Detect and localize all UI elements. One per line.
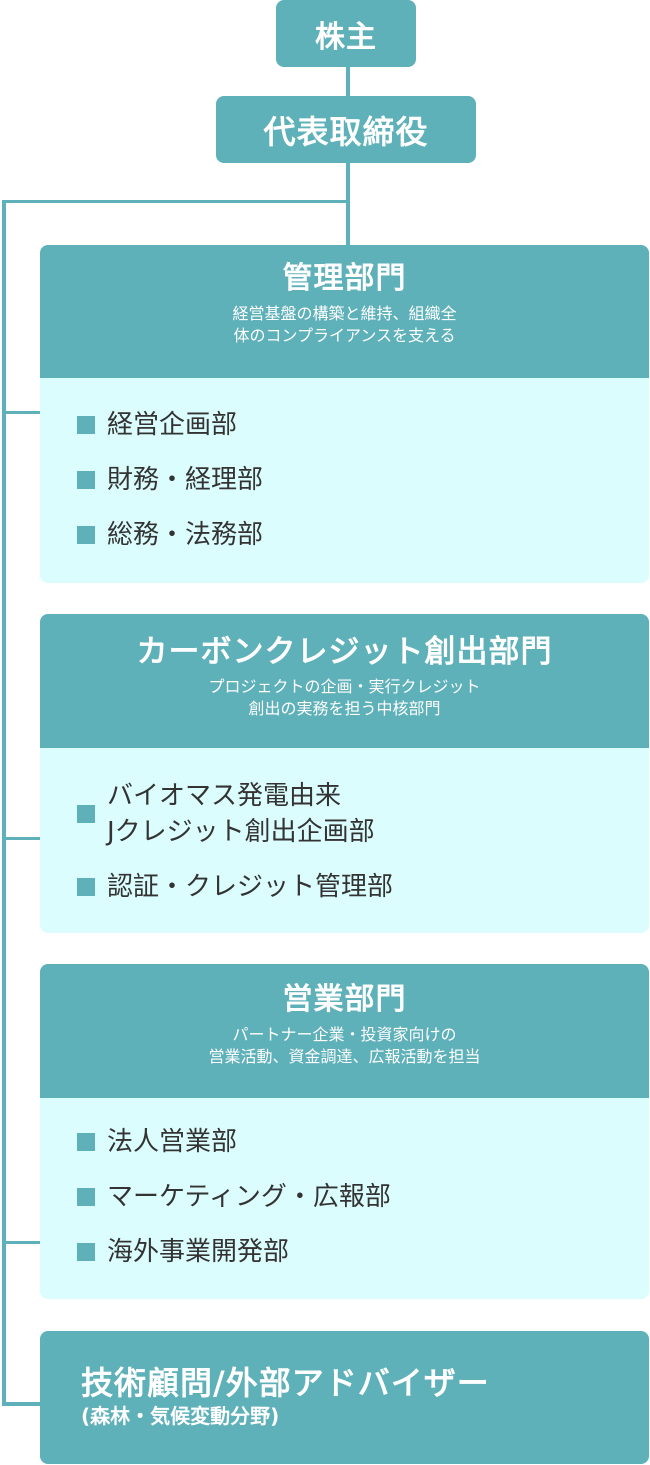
description-line: 営業活動、資金調達、広報活動を担当 <box>208 1047 481 1066</box>
list-item: 経営企画部 <box>77 408 649 442</box>
department-description: 経営基盤の構築と維持、組織全 体のコンプライアンスを支える <box>40 303 649 347</box>
department-carbon-credit: カーボンクレジット創出部門 プロジェクトの企画・実行クレジット 創出の実務を担う… <box>40 614 649 933</box>
square-bullet-icon <box>77 1243 95 1261</box>
list-item: バイオマス発電由来 Jクレジット創出企画部 <box>77 778 649 850</box>
item-label: バイオマス発電由来 Jクレジット創出企画部 <box>107 778 375 850</box>
square-bullet-icon <box>77 878 95 896</box>
item-label: マーケティング・広報部 <box>107 1182 391 1212</box>
department-sales-items: 法人営業部 マーケティング・広報部 海外事業開発部 <box>40 1098 649 1299</box>
list-item: 法人営業部 <box>77 1125 649 1159</box>
item-label: 財務・経理部 <box>107 465 264 495</box>
department-admin-header: 管理部門 経営基盤の構築と維持、組織全 体のコンプライアンスを支える <box>40 245 649 378</box>
connector-representative-down <box>346 160 350 246</box>
department-sales-header: 営業部門 パートナー企業・投資家向けの 営業活動、資金調達、広報活動を担当 <box>40 964 649 1098</box>
department-title: 営業部門 <box>282 982 407 1017</box>
department-description: プロジェクトの企画・実行クレジット 創出の実務を担う中核部門 <box>40 676 649 720</box>
connector-vertical-trunk <box>2 200 6 1406</box>
list-item: 財務・経理部 <box>77 463 649 497</box>
square-bullet-icon <box>77 471 95 489</box>
advisor-box: 技術顧問/外部アドバイザー (森林・気候変動分野) <box>40 1331 649 1464</box>
description-line: 創出の実務を担う中核部門 <box>248 699 441 718</box>
department-admin-items: 経営企画部 財務・経理部 総務・法務部 <box>40 378 649 583</box>
department-title: カーボンクレジット創出部門 <box>136 634 553 670</box>
item-label: 海外事業開発部 <box>107 1237 290 1267</box>
item-label-line: バイオマス発電由来 <box>107 781 342 811</box>
representative-label: 代表取締役 <box>263 112 429 151</box>
department-carbon-credit-items: バイオマス発電由来 Jクレジット創出企画部 認証・クレジット管理部 <box>40 748 649 933</box>
item-label: 法人営業部 <box>107 1127 238 1157</box>
representative-box: 代表取締役 <box>216 96 476 163</box>
description-line: パートナー企業・投資家向けの <box>232 1025 457 1044</box>
branch-carbon <box>2 837 42 840</box>
department-carbon-credit-header: カーボンクレジット創出部門 プロジェクトの企画・実行クレジット 創出の実務を担う… <box>40 614 649 748</box>
item-label: 経営企画部 <box>107 410 238 440</box>
department-title: 管理部門 <box>282 261 407 296</box>
shareholders-label: 株主 <box>315 19 377 55</box>
description-line: 経営基盤の構築と維持、組織全 <box>232 304 457 323</box>
branch-sales <box>2 1241 42 1244</box>
item-label: 認証・クレジット管理部 <box>107 872 394 902</box>
advisor-subtitle: (森林・気候変動分野) <box>81 1404 280 1428</box>
square-bullet-icon <box>77 416 95 434</box>
square-bullet-icon <box>77 1133 95 1151</box>
advisor-title: 技術顧問/外部アドバイザー <box>81 1364 490 1402</box>
branch-admin <box>2 411 42 414</box>
department-sales: 営業部門 パートナー企業・投資家向けの 営業活動、資金調達、広報活動を担当 法人… <box>40 964 649 1299</box>
connector-shareholders-representative <box>346 66 350 98</box>
department-admin: 管理部門 経営基盤の構築と維持、組織全 体のコンプライアンスを支える 経営企画部… <box>40 245 649 583</box>
list-item: 総務・法務部 <box>77 518 649 552</box>
item-label-line: Jクレジット創出企画部 <box>107 817 375 847</box>
square-bullet-icon <box>77 526 95 544</box>
description-line: 体のコンプライアンスを支える <box>233 326 456 345</box>
square-bullet-icon <box>77 805 95 823</box>
list-item: 海外事業開発部 <box>77 1235 649 1269</box>
list-item: 認証・クレジット管理部 <box>77 870 649 904</box>
shareholders-box: 株主 <box>276 0 416 67</box>
list-item: マーケティング・広報部 <box>77 1180 649 1214</box>
description-line: プロジェクトの企画・実行クレジット <box>208 677 481 696</box>
square-bullet-icon <box>77 1188 95 1206</box>
item-label: 総務・法務部 <box>107 520 264 550</box>
connector-horizontal-top <box>2 200 350 203</box>
branch-advisor <box>2 1402 42 1406</box>
department-description: パートナー企業・投資家向けの 営業活動、資金調達、広報活動を担当 <box>40 1024 649 1068</box>
